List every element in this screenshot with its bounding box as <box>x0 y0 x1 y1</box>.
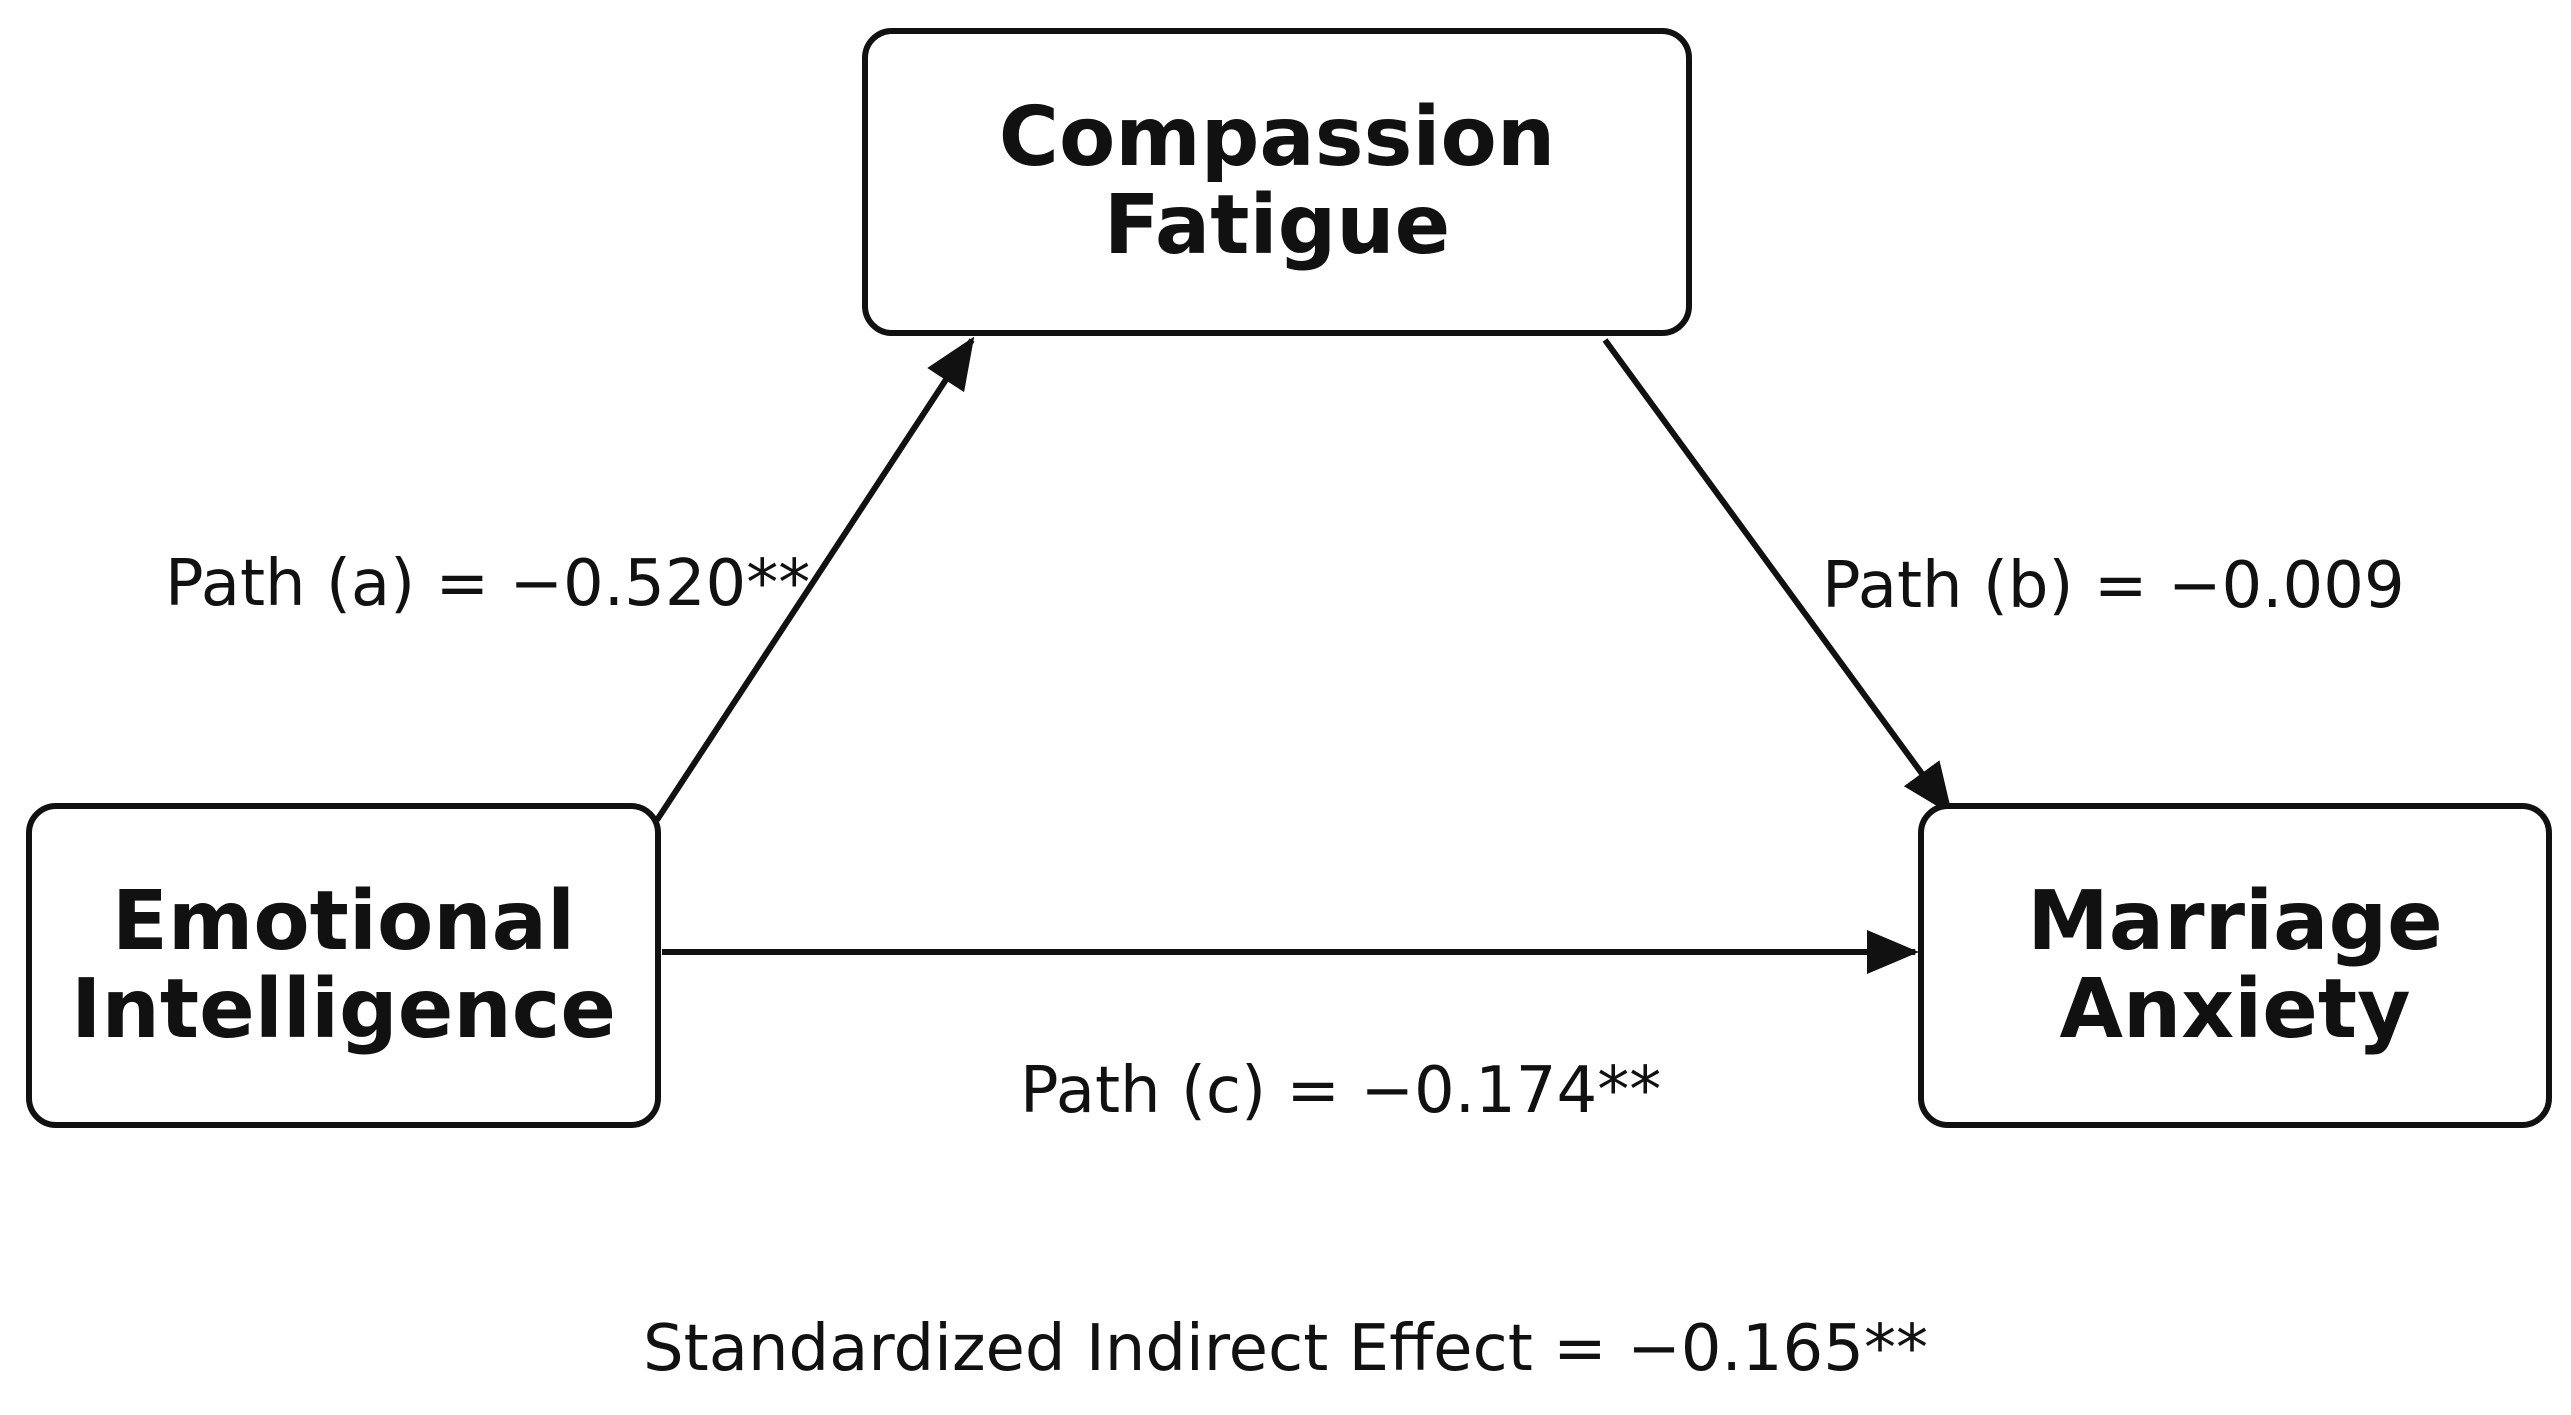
path-a-label: Path (a) = −0.520** <box>165 547 811 621</box>
arrow-path-a <box>654 336 975 822</box>
node-label-line: Anxiety <box>2059 961 2411 1057</box>
node-emotional-intelligence: Emotional Intelligence <box>26 803 661 1128</box>
arrow-path-b <box>1602 338 1953 816</box>
node-label-line: Emotional <box>111 873 576 969</box>
path-c-label: Path (c) = −0.174** <box>1020 1054 1662 1128</box>
node-marriage-anxiety: Marriage Anxiety <box>1918 803 2552 1128</box>
node-label-line: Fatigue <box>1103 178 1451 273</box>
node-label-line: Marriage <box>2027 873 2443 969</box>
node-label-line: Compassion <box>998 90 1556 185</box>
path-b-label: Path (b) = −0.009 <box>1822 549 2405 623</box>
indirect-effect-label: Standardized Indirect Effect = −0.165** <box>643 1312 1928 1386</box>
node-label-line: Intelligence <box>71 961 616 1057</box>
node-compassion-fatigue: Compassion Fatigue <box>862 28 1692 336</box>
